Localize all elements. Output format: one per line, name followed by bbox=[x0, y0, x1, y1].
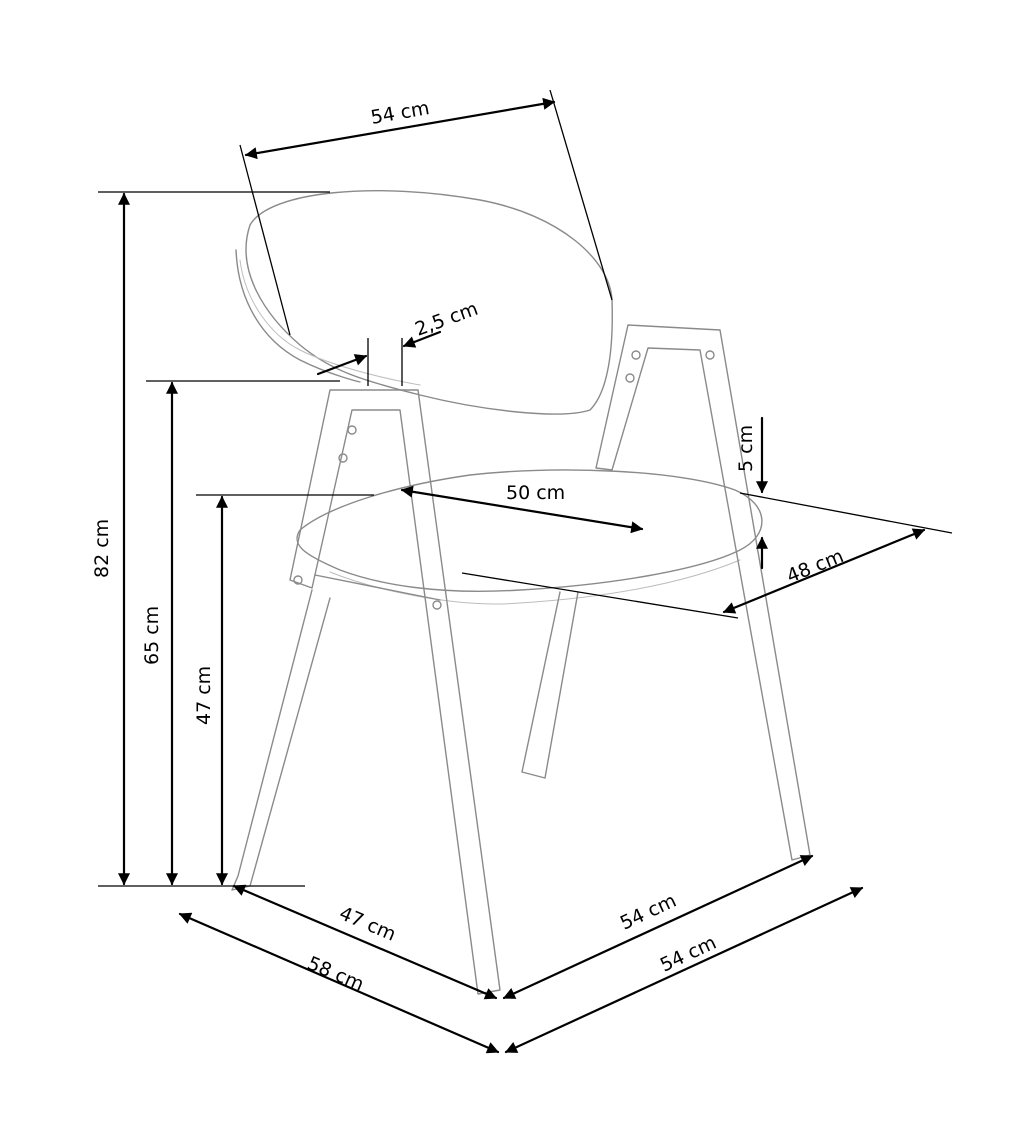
right-arm-frame bbox=[595, 324, 811, 861]
label-leg-width: 54 cm bbox=[617, 890, 680, 935]
seat-width-arrow bbox=[400, 485, 644, 534]
frame-thickness-arrow-out bbox=[402, 330, 442, 348]
seat-underside bbox=[329, 559, 741, 605]
overall-width-arrow bbox=[504, 886, 864, 1054]
right-bolt-3 bbox=[705, 350, 715, 360]
right-bolt-2 bbox=[625, 373, 635, 383]
dimension-labels: 54 cm 2,5 cm 82 cm 65 cm 47 cm 50 cm 5 c… bbox=[91, 97, 847, 996]
backrest-front-edge bbox=[235, 249, 361, 383]
left-bolt-3 bbox=[293, 575, 303, 585]
label-total-height: 82 cm bbox=[91, 519, 113, 578]
cushion-ext-top bbox=[739, 492, 953, 534]
dimension-lines bbox=[98, 89, 953, 1054]
backrest-width-ext-left bbox=[239, 144, 291, 336]
left-arm-frame bbox=[289, 389, 501, 995]
label-armrest-height: 65 cm bbox=[141, 606, 163, 665]
backrest-inner-rim bbox=[239, 259, 421, 386]
label-frame-thickness: 2,5 cm bbox=[412, 298, 481, 341]
leg-depth-arrow bbox=[232, 884, 498, 1000]
back-left-leg bbox=[521, 591, 579, 779]
chair-sketch bbox=[231, 190, 811, 995]
label-overall-depth: 58 cm bbox=[304, 952, 367, 995]
left-bolt-2 bbox=[338, 453, 348, 463]
seat-depth-arrow bbox=[722, 528, 926, 614]
label-seat-depth: 48 cm bbox=[784, 545, 847, 588]
label-leg-depth: 47 cm bbox=[336, 902, 399, 945]
backrest-width-ext-right bbox=[549, 89, 613, 301]
label-overall-width: 54 cm bbox=[657, 932, 720, 977]
backrest-width-arrow bbox=[244, 97, 556, 160]
overall-depth-arrow bbox=[178, 912, 500, 1054]
label-seat-width: 50 cm bbox=[506, 482, 565, 504]
left-crossbar bbox=[314, 574, 441, 601]
seat-depth-ext-bottom bbox=[461, 572, 739, 619]
label-cushion-thickness: 5 cm bbox=[735, 425, 757, 472]
frame-thickness-arrow-in bbox=[316, 354, 368, 376]
left-bolt-1 bbox=[347, 425, 357, 435]
right-bolt-1 bbox=[631, 350, 641, 360]
backrest-outline bbox=[245, 190, 613, 415]
label-seat-height: 47 cm bbox=[193, 666, 215, 725]
left-front-leg bbox=[231, 589, 331, 891]
left-bolt-4 bbox=[432, 600, 442, 610]
leg-width-arrow bbox=[502, 854, 814, 1000]
